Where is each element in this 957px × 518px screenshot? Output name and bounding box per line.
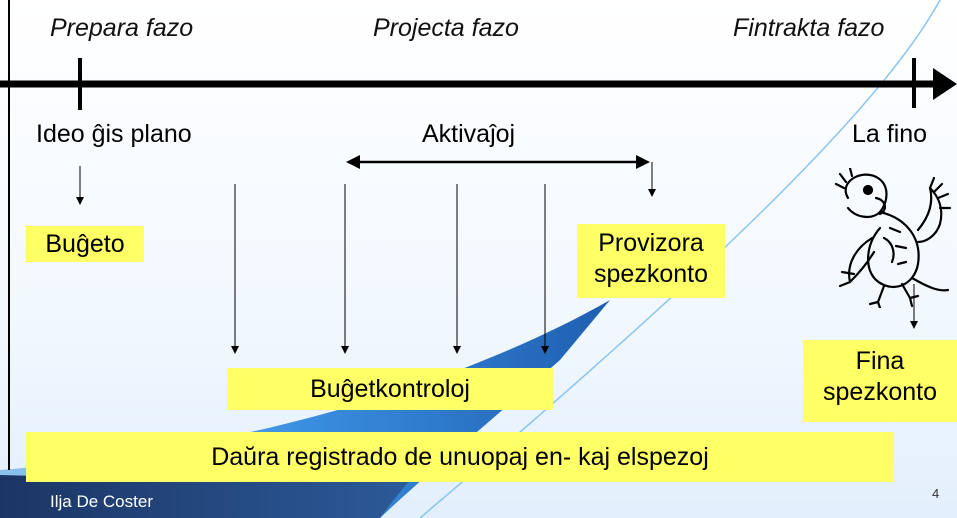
box-budget-control: Buĝetkontroloj [227, 368, 553, 410]
label-end: La fino [852, 120, 928, 148]
label-idea: Ideo ĝis plano [36, 120, 192, 148]
box-continuous-registration: Daŭra registrado de unuopaj en- kaj elsp… [26, 432, 894, 482]
phase-project: Projecta fazo [373, 14, 519, 42]
page-number: 4 [932, 486, 940, 501]
provisional-line1: Provizora [598, 229, 704, 257]
phase-prepare: Prepara fazo [50, 14, 194, 42]
label-activities: Aktivaĵoj [422, 120, 516, 148]
footer-author: Ilja De Coster [50, 492, 153, 511]
final-line2: spezkonto [823, 378, 937, 406]
box-budget: Buĝeto [26, 226, 144, 262]
box-provisional-statement: Provizora spezkonto [577, 224, 725, 298]
phase-final: Fintrakta fazo [733, 14, 885, 42]
provisional-line2: spezkonto [594, 260, 708, 288]
accent-curve [419, 0, 941, 518]
activities-arrow-right [636, 155, 650, 169]
parrot-illustration [834, 168, 952, 308]
activities-arrow-left [346, 155, 360, 169]
box-final-statement: Fina spezkonto [803, 340, 957, 422]
final-line1: Fina [855, 347, 905, 375]
timeline-arrowhead [933, 68, 957, 100]
